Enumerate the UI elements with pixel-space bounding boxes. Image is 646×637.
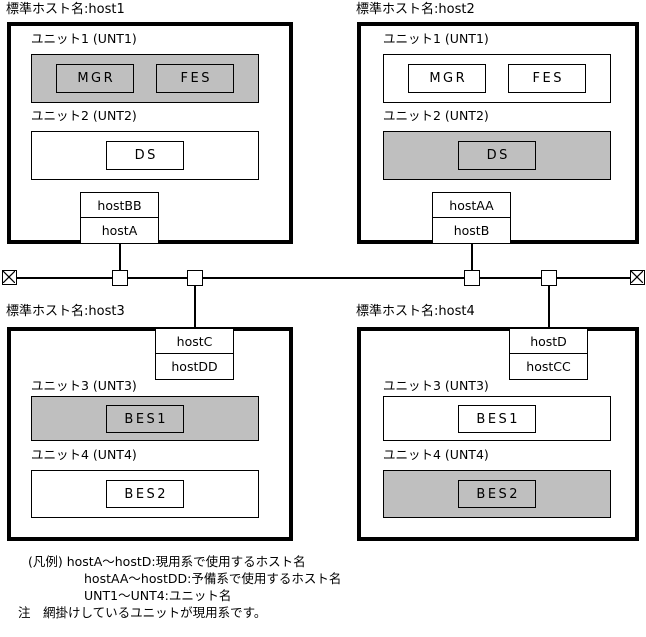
host-title-host4: 標準ホスト名:host4 bbox=[356, 304, 475, 319]
unit-label-host1-unt2: ユニット2 (UNT2) bbox=[31, 108, 137, 123]
bus-tap-host1 bbox=[112, 270, 128, 286]
legend-line-1: (凡例) hostA〜hostD:現用系で使用するホスト名 bbox=[28, 554, 306, 569]
bus-tap-host2 bbox=[464, 270, 480, 286]
process-box-host2-ds: DS bbox=[458, 141, 536, 170]
unit-box-host3-unt3 bbox=[31, 396, 259, 441]
process-box-host4-bes2: BES2 bbox=[458, 480, 536, 508]
process-box-host2-fes: FES bbox=[508, 64, 586, 93]
unit-label-host4-unt3: ユニット3 (UNT3) bbox=[383, 378, 489, 393]
unit-box-host2-unt1 bbox=[383, 54, 611, 103]
process-box-host3-bes1: BES1 bbox=[106, 405, 184, 433]
process-box-host3-bes2: BES2 bbox=[106, 480, 184, 508]
host-title-host3: 標準ホスト名:host3 bbox=[6, 304, 125, 319]
hostname-box-host2: hostAA hostB bbox=[432, 192, 511, 244]
hostname-box-host1: hostBB hostA bbox=[80, 192, 159, 244]
unit-box-host1-unt1 bbox=[31, 54, 259, 103]
legend-line-2: hostAA〜hostDD:予備系で使用するホスト名 bbox=[84, 571, 342, 586]
process-box-host1-mgr: MGR bbox=[56, 64, 134, 93]
hostname-standby-host3: hostDD bbox=[156, 354, 233, 379]
hostname-standby-host1: hostBB bbox=[81, 193, 158, 218]
hostname-box-host4: hostD hostCC bbox=[509, 328, 588, 380]
unit-box-host2-unt2 bbox=[383, 131, 611, 180]
hostname-active-host4: hostD bbox=[510, 329, 587, 354]
bus-drop-host4 bbox=[548, 285, 550, 328]
unit-box-host4-unt3 bbox=[383, 396, 611, 441]
hostname-standby-host2: hostAA bbox=[433, 193, 510, 218]
hostname-active-host2: hostB bbox=[433, 218, 510, 243]
bus-terminator-left bbox=[2, 270, 17, 285]
unit-label-host2-unt2: ユニット2 (UNT2) bbox=[383, 108, 489, 123]
host-title-host2: 標準ホスト名:host2 bbox=[356, 2, 475, 17]
bus-terminator-icon bbox=[3, 271, 15, 283]
unit-box-host4-unt4 bbox=[383, 470, 611, 518]
hostname-box-host3: hostC hostDD bbox=[155, 328, 234, 380]
unit-label-host3-unt3: ユニット3 (UNT3) bbox=[31, 378, 137, 393]
hostname-standby-host4: hostCC bbox=[510, 354, 587, 379]
bus-drop-host2 bbox=[471, 244, 473, 270]
hostname-active-host3: hostC bbox=[156, 329, 233, 354]
unit-label-host4-unt4: ユニット4 (UNT4) bbox=[383, 447, 489, 462]
process-box-host1-ds: DS bbox=[106, 141, 184, 170]
unit-box-host3-unt4 bbox=[31, 470, 259, 518]
unit-label-host3-unt4: ユニット4 (UNT4) bbox=[31, 447, 137, 462]
bus-terminator-right bbox=[630, 270, 645, 285]
hostname-active-host1: hostA bbox=[81, 218, 158, 243]
bus-drop-host3 bbox=[194, 285, 196, 328]
process-box-host1-fes: FES bbox=[156, 64, 234, 93]
unit-label-host1-unt1: ユニット1 (UNT1) bbox=[31, 31, 137, 46]
unit-box-host1-unt2 bbox=[31, 131, 259, 180]
bus-tap-host3 bbox=[187, 270, 203, 286]
bus-drop-host1 bbox=[119, 244, 121, 270]
process-box-host4-bes1: BES1 bbox=[458, 405, 536, 433]
unit-label-host2-unt1: ユニット1 (UNT1) bbox=[383, 31, 489, 46]
legend-line-3: UNT1〜UNT4:ユニット名 bbox=[84, 588, 232, 603]
bus-terminator-icon bbox=[631, 271, 643, 283]
process-box-host2-mgr: MGR bbox=[408, 64, 486, 93]
host-title-host1: 標準ホスト名:host1 bbox=[6, 2, 125, 17]
bus-line bbox=[16, 277, 632, 279]
legend-note: 注 網掛けしているユニットが現用系です。 bbox=[18, 605, 267, 620]
legend: (凡例) hostA〜hostD:現用系で使用するホスト名 hostAA〜hos… bbox=[18, 553, 341, 621]
bus-tap-host4 bbox=[541, 270, 557, 286]
